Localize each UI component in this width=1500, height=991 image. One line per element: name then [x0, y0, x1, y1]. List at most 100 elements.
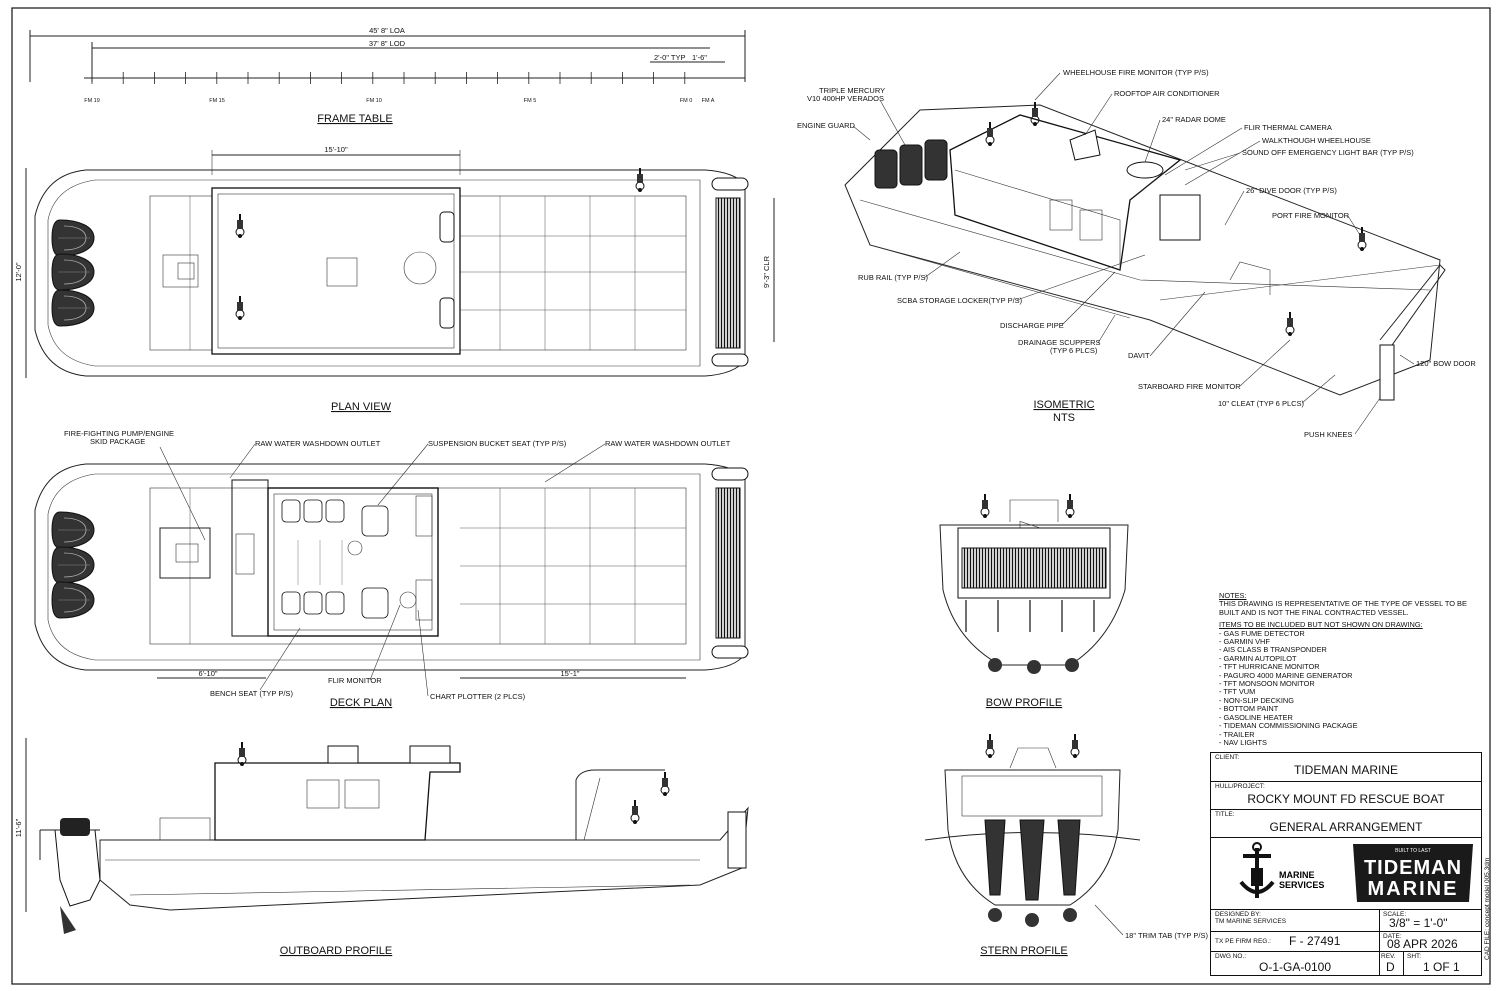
sheet-border	[11, 7, 1491, 985]
sheet-label: SHT:	[1407, 953, 1422, 960]
tideman-logo: BUILT TO LAST TIDEMAN MARINE	[1353, 844, 1473, 902]
logo-marine2-text: MARINE	[1368, 878, 1459, 900]
cad-file-label: CAD FILE: concept model 005.3dm	[1484, 857, 1491, 960]
frame-label: FM 5	[524, 98, 537, 104]
callout-light-bar: SOUND OFF EMERGENCY LIGHT BAR (TYP P/S)	[1242, 148, 1414, 157]
callout-flir-monitor: FLIR MONITOR	[328, 676, 382, 685]
callout-chart-plotter: CHART PLOTTER (2 PLCS)	[430, 692, 526, 701]
deck-plan-title: DECK PLAN	[330, 697, 392, 709]
callout-trim-tab: 18" TRIM TAB (TYP P/S)	[1125, 931, 1208, 940]
notes-item: - NAV LIGHTS	[1219, 737, 1267, 747]
notes-item: - GASOLINE HEATER	[1219, 712, 1293, 722]
callout-engine-guard: ENGINE GUARD	[797, 121, 856, 130]
anchor-logo-icon	[1239, 842, 1275, 898]
notes-item: - TFT VUM	[1219, 687, 1256, 697]
notes-text: THIS DRAWING IS REPRESENTATIVE OF THE TY…	[1219, 599, 1467, 617]
wheelhouse-monitor-icon	[1065, 493, 1075, 519]
callout-port-monitor: PORT FIRE MONITOR	[1272, 211, 1350, 220]
notes-item: - BOTTOM PAINT	[1219, 704, 1279, 714]
notes-item: - GARMIN AUTOPILOT	[1219, 653, 1297, 663]
plan-dim-right: 9'-3" CLR	[762, 255, 771, 288]
notes-block: NOTES: THIS DRAWING IS REPRESENTATIVE OF…	[1219, 591, 1489, 748]
callout-discharge-pipe: DISCHARGE PIPE	[1000, 321, 1064, 330]
callout-scba-locker: SCBA STORAGE LOCKER(TYP P/S)	[897, 296, 1023, 305]
frame-label: FM 19	[84, 98, 100, 104]
dwg-number: O-1-GA-0100	[1258, 960, 1332, 974]
callout-bench-seat: BENCH SEAT (TYP P/S)	[210, 689, 293, 698]
frame-label: FM 10	[366, 98, 382, 104]
notes-item: - AIS CLASS B TRANSPONDER	[1219, 645, 1327, 655]
frame-label: FM 15	[209, 98, 225, 104]
lod-dimension: 37' 8" LOD	[369, 39, 406, 48]
notes-item: - PAGURO 4000 MARINE GENERATOR	[1219, 670, 1353, 680]
plan-dim-left: 12'-0"	[14, 262, 23, 281]
rev-value: D	[1386, 960, 1395, 974]
rev-label: REV.	[1381, 953, 1396, 960]
wheelhouse-monitor-icon	[985, 121, 995, 147]
starboard-monitor-icon	[1285, 311, 1295, 337]
notes-items-heading: ITEMS TO BE INCLUDED BUT NOT SHOWN ON DR…	[1219, 620, 1423, 630]
bow-profile: BOW PROFILE	[939, 493, 1129, 709]
plan-view: 15'-10" 12'-0" 9'-3" CLR	[14, 145, 775, 413]
callout-triple-mercury: TRIPLE MERCURY	[819, 86, 885, 95]
title-block: CLIENT: TIDEMAN MARINE HULL/PROJECT: ROC…	[1210, 752, 1482, 976]
callout-air-conditioner: ROOFTOP AIR CONDITIONER	[1114, 89, 1220, 98]
stern-profile: 18" TRIM TAB (TYP P/S) STERN PROFILE	[924, 733, 1208, 957]
plan-view-title: PLAN VIEW	[331, 401, 392, 413]
deck-plan: FIRE-FIGHTING PUMP/ENGINE SKID PACKAGE R…	[34, 429, 749, 709]
wheelhouse-monitor-icon	[985, 733, 995, 759]
notes-item: - GARMIN VHF	[1219, 637, 1270, 647]
callout-washdown-1: RAW WATER WASHDOWN OUTLET	[255, 439, 381, 448]
client-name: TIDEMAN MARINE	[1293, 763, 1398, 777]
notes-item: - TFT HURRICANE MONITOR	[1219, 662, 1320, 672]
frame-table: 45' 8" LOA 37' 8" LOD 2'-0" TYP 1'-6" FM…	[29, 26, 746, 125]
notes-heading: NOTES:	[1219, 591, 1247, 600]
notes-item: - TFT MONSOON MONITOR	[1219, 679, 1315, 689]
hull-label: HULL/PROJECT:	[1215, 783, 1265, 790]
isometric-subtitle: NTS	[1053, 412, 1075, 424]
isometric-title: ISOMETRIC	[1033, 399, 1094, 411]
outboard-profile: 11'-6" OUTBOARD PROFILE	[14, 738, 749, 957]
plan-dim-top: 15'-10"	[324, 145, 348, 154]
pe-number: F - 27491	[1289, 934, 1341, 948]
logo-tideman-text: TIDEMAN	[1364, 857, 1462, 879]
callout-triple-mercury-2: V10 400HP VERADOS	[807, 94, 884, 103]
bow-profile-title: BOW PROFILE	[986, 697, 1062, 709]
title-label: TITLE:	[1215, 811, 1235, 818]
callout-scuppers: DRAINAGE SCUPPERS	[1018, 338, 1101, 347]
callout-wheelhouse-monitor: WHEELHOUSE FIRE MONITOR (TYP P/S)	[1063, 68, 1209, 77]
logo-tagline: BUILT TO LAST	[1395, 848, 1431, 854]
dwg-label: DWG NO.:	[1215, 953, 1247, 960]
client-label: CLIENT:	[1215, 754, 1240, 761]
logo-marine-text: MARINE	[1279, 870, 1315, 880]
notes-item: - GAS FUME DETECTOR	[1219, 628, 1305, 638]
profile-dim-height: 11'-6"	[14, 818, 23, 837]
sheet-value: 1 OF 1	[1423, 960, 1460, 974]
isometric-view: TRIPLE MERCURY V10 400HP VERADOS ENGINE …	[797, 68, 1476, 559]
frame-label: FM A	[702, 98, 715, 104]
pe-label: TX PE FIRM REG.:	[1215, 938, 1271, 945]
designed-label: DESIGNED BY:	[1215, 911, 1261, 918]
typ-dimension: 2'-0" TYP	[654, 53, 685, 62]
callout-pump-2: SKID PACKAGE	[90, 437, 145, 446]
notes-item: - TRAILER	[1219, 729, 1255, 739]
hull-project: ROCKY MOUNT FD RESCUE BOAT	[1247, 792, 1445, 806]
wheelhouse-monitor-icon	[1070, 733, 1080, 759]
fire-monitor-icon	[630, 799, 640, 825]
deck-dim-right: 15'-1"	[560, 669, 579, 678]
frame-label: FM 0	[680, 98, 693, 104]
deck-dim-left: 6'-10"	[198, 669, 217, 678]
notes-items-list: - GAS FUME DETECTOR- GARMIN VHF- AIS CLA…	[1219, 628, 1489, 748]
notes-item: - TIDEMAN COMMISSIONING PACKAGE	[1219, 721, 1358, 731]
callout-stbd-monitor: STARBOARD FIRE MONITOR	[1138, 382, 1241, 391]
callout-push-knees: PUSH KNEES	[1304, 430, 1352, 439]
callout-dive-door: 26" DIVE DOOR (TYP P/S)	[1246, 186, 1337, 195]
callout-bow-door: 120" BOW DOOR	[1416, 359, 1476, 368]
date-label: DATE:	[1383, 933, 1402, 940]
fire-monitor-icon	[635, 167, 645, 193]
callout-pump: FIRE-FIGHTING PUMP/ENGINE	[64, 429, 174, 438]
dim-1-6: 1'-6"	[692, 53, 707, 62]
frame-table-title: FRAME TABLE	[317, 113, 392, 125]
notes-item: - NON-SLIP DECKING	[1219, 695, 1295, 705]
callout-radar: 24" RADAR DOME	[1162, 115, 1226, 124]
